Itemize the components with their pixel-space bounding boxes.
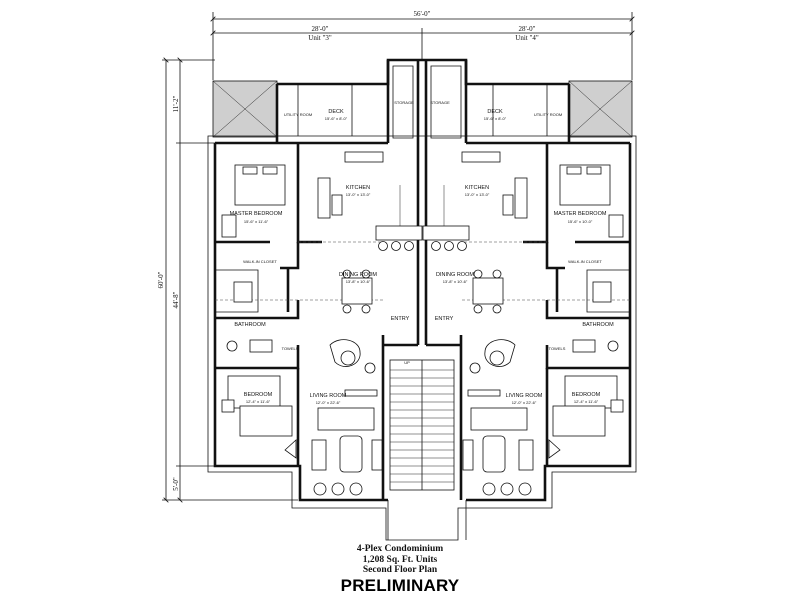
master-label-left: MASTER BEDROOM — [230, 211, 283, 217]
unit3-width-label: 28'-0" — [312, 25, 329, 33]
utility-label-left: UTILITY ROOM — [284, 112, 312, 117]
toilet-left — [226, 340, 238, 352]
bedroom-bed-right — [552, 405, 606, 437]
dining-dim-right: 13'-8" x 10'-6" — [443, 279, 468, 284]
kitchen-island-left — [375, 225, 423, 241]
bar-stools-right — [431, 241, 467, 251]
deck-label-right: DECK — [487, 109, 503, 115]
walkin-label-left: WALK-IN CLOSET — [243, 259, 277, 264]
storage-label-left: STORAGE — [394, 100, 414, 105]
master-bed-left — [234, 164, 286, 206]
walkin-label-right: WALK-IN CLOSET — [568, 259, 602, 264]
entry-label-right: ENTRY — [435, 316, 454, 322]
kitchen-label-right: KITCHEN — [465, 185, 489, 191]
living-dim-right: 12'-0" x 22'-6" — [512, 400, 537, 405]
bathroom-label-left: BATHROOM — [234, 322, 266, 328]
roof-areas — [212, 80, 633, 138]
bedroom-bed-left — [239, 405, 293, 437]
depth-top-label: 11'-2" — [172, 96, 180, 113]
kitchen-dim-right: 13'-0" x 13'-0" — [465, 192, 490, 197]
caption-title: 4-Plex Condominium — [356, 544, 444, 554]
deck-dim-right: 15'-6" x 8'-0" — [484, 116, 507, 121]
unit4-width-label: 28'-0" — [519, 25, 536, 33]
kitchen-counter-right — [514, 177, 528, 219]
kitchen-island-right — [422, 225, 470, 241]
dining-table-right — [472, 277, 504, 305]
plan-caption: 4-Plex Condominium 1,208 Sq. Ft. Units S… — [300, 544, 500, 576]
room-labels-right: UTILITY ROOM DECK 15'-6" x 8'-0" STORAGE… — [404, 100, 614, 405]
bedroom-label-right: BEDROOM — [572, 392, 601, 398]
overall-depth-label: 60'-0" — [157, 271, 165, 288]
towels-label-left: TOWELS — [282, 346, 299, 351]
bedroom-label-left: BEDROOM — [244, 392, 273, 398]
master-dim-left: 15'-6" x 11'-6" — [244, 219, 269, 224]
storage-label-right: STORAGE — [430, 100, 450, 105]
deck-label-left: DECK — [328, 109, 344, 115]
center-core — [381, 60, 468, 500]
living-label-left: LIVING ROOM — [310, 393, 347, 399]
furniture-left — [221, 151, 423, 496]
stair — [389, 359, 455, 491]
sofa-left — [317, 407, 375, 431]
bar-stools-left — [378, 241, 414, 251]
utility-label-right: UTILITY ROOM — [534, 112, 562, 117]
kitchen-dim-left: 13'-0" x 13'-0" — [346, 192, 371, 197]
living-dim-left: 12'-0" x 22'-6" — [316, 400, 341, 405]
dining-dim-left: 13'-8" x 10'-6" — [346, 279, 371, 284]
sofa-right — [470, 407, 528, 431]
master-dim-right: 15'-6" x 10'-0" — [568, 219, 593, 224]
living-label-right: LIVING ROOM — [506, 393, 543, 399]
stair-up-label: UP — [404, 360, 410, 365]
bathroom-label-right: BATHROOM — [582, 322, 614, 328]
interior-walls-right — [461, 84, 630, 466]
dining-label-right: DINING ROOM — [436, 272, 474, 278]
towels-label-right: TOWELS — [549, 346, 566, 351]
unit3-name-label: Unit "3" — [308, 34, 332, 42]
caption-floor: Second Floor Plan — [362, 565, 438, 575]
caption-area: 1,208 Sq. Ft. Units — [362, 554, 438, 565]
unit4-name-label: Unit "4" — [515, 34, 539, 42]
depth-bottom-label: 5'-0" — [172, 477, 180, 491]
dining-table-left — [341, 277, 373, 305]
preliminary-stamp: PRELIMINARY — [340, 576, 460, 595]
dining-label-left: DINING ROOM — [339, 272, 377, 278]
furniture-right — [422, 151, 624, 496]
toilet-right — [607, 340, 619, 352]
master-label-right: MASTER BEDROOM — [554, 211, 607, 217]
overall-width-label: 56'-0" — [414, 10, 431, 18]
entry-label-left: ENTRY — [391, 316, 410, 322]
dimension-lines — [162, 12, 632, 500]
depth-middle-label: 44'-8" — [172, 291, 180, 308]
deck-dim-left: 15'-6" x 8'-0" — [325, 116, 348, 121]
interior-walls-left — [215, 84, 383, 466]
kitchen-label-left: KITCHEN — [346, 185, 370, 191]
kitchen-counter-left — [317, 177, 331, 219]
bedroom-dim-right: 12'-4" x 11'-6" — [574, 399, 599, 404]
bedroom-dim-left: 12'-4" x 11'-6" — [246, 399, 271, 404]
room-labels-left: UTILITY ROOM DECK 15'-6" x 8'-0" STORAGE… — [230, 100, 415, 405]
